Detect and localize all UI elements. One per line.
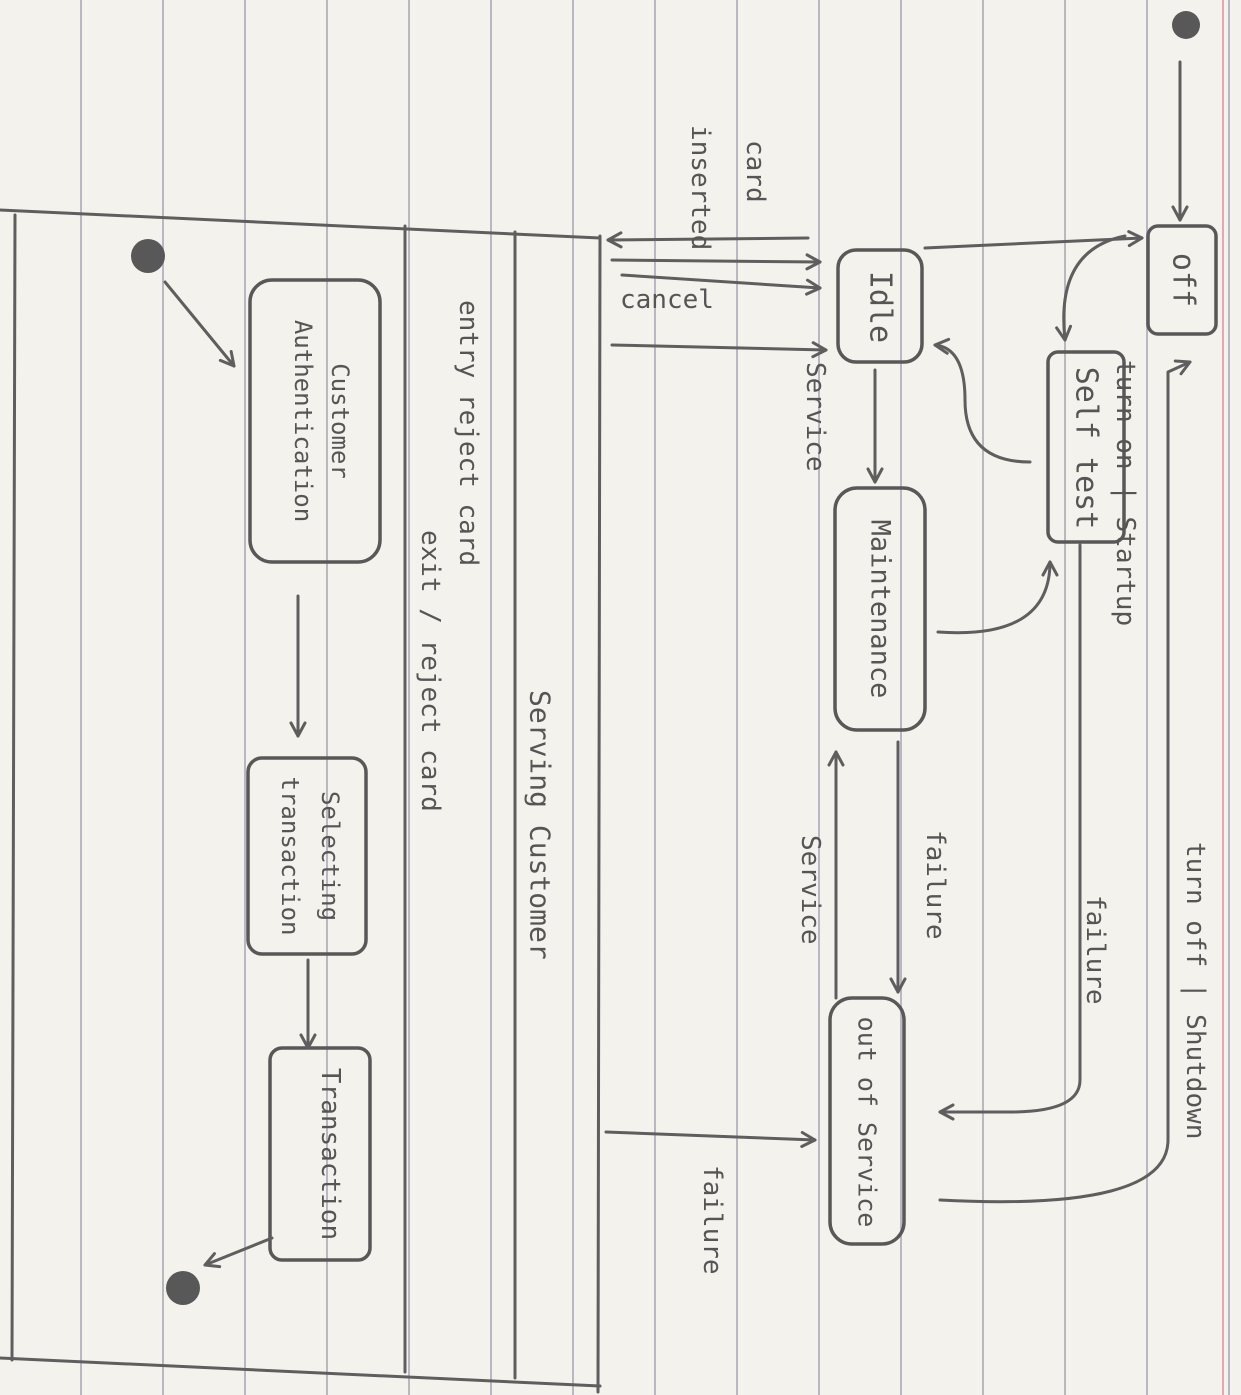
state-out-of-service-label: out of Service <box>853 1017 882 1228</box>
state-self-test-box <box>1046 350 1126 544</box>
composite-exit-action: exit / reject card <box>415 530 445 812</box>
state-selecting-transaction-line2: transaction <box>276 777 304 936</box>
composite-right-border <box>596 234 602 1394</box>
service-idle-label: Service <box>800 362 830 472</box>
composite-to-idle-arrow <box>620 273 822 296</box>
service-out-label: Service <box>795 835 825 945</box>
state-transaction-box <box>268 1046 372 1262</box>
cancel-to-idle-arrow <box>610 341 828 359</box>
state-transaction-label: Transaction <box>315 1068 345 1240</box>
turn-off-shutdown-label: turn off | Shutdown <box>1180 842 1210 1139</box>
composite-left-border <box>10 213 17 1362</box>
state-idle-box <box>836 248 924 364</box>
idle-to-composite-arrow <box>606 231 810 249</box>
state-customer-authentication-line2: Authentication <box>289 320 317 522</box>
final-state-dot <box>166 1271 200 1305</box>
state-maintenance-label: Maintenance <box>865 520 896 699</box>
out-of-service-to-off-arrow <box>938 359 1192 1204</box>
self-test-to-out-of-service-arrow <box>938 543 1082 1121</box>
composite-entry-action: entry reject card <box>453 300 483 566</box>
initial-state-dot <box>1172 11 1200 39</box>
inner-initial-state-dot <box>131 239 165 273</box>
failure-maintenance-label: failure <box>920 830 950 940</box>
state-customer-authentication-box <box>248 278 382 564</box>
composite-top-border <box>0 208 602 240</box>
failure-serving-label: failure <box>697 1165 727 1275</box>
card-inserted-label-line1: card <box>740 140 770 203</box>
card-inserted-label-line2: inserted <box>685 125 715 250</box>
state-selecting-transaction-line1: Selecting <box>316 791 344 921</box>
off-to-self-test-arrow <box>1055 234 1127 342</box>
transaction-to-final-arrow <box>203 1236 274 1269</box>
state-off-label: off <box>1166 253 1201 307</box>
idle-to-off-arrow <box>923 230 1144 250</box>
state-maintenance-box <box>833 486 927 732</box>
state-off-box <box>1146 224 1218 336</box>
cancel-label: cancel <box>620 285 714 315</box>
state-customer-authentication-line1: Customer <box>326 363 354 479</box>
inner-initial-to-authentication-arrow <box>163 280 236 368</box>
state-idle-label: Idle <box>863 271 898 343</box>
composite-bottom-border <box>0 1356 602 1388</box>
composite-title: Serving Customer <box>524 690 557 960</box>
state-out-of-service-box <box>828 996 906 1246</box>
turn-on-startup-label: turn on | Startup <box>1110 360 1140 626</box>
state-selecting-transaction-box <box>246 756 368 956</box>
failure-self-test-label: failure <box>1080 895 1110 1005</box>
composite-to-out-of-service-arrow <box>604 1130 817 1148</box>
maintenance-to-self-test-arrow <box>936 560 1059 635</box>
margin-line <box>1222 0 1224 1395</box>
state-self-test-label: Self test <box>1069 367 1104 530</box>
self-test-to-idle-arrow <box>933 337 1032 464</box>
idle-card-inserted-arrow <box>610 253 822 271</box>
